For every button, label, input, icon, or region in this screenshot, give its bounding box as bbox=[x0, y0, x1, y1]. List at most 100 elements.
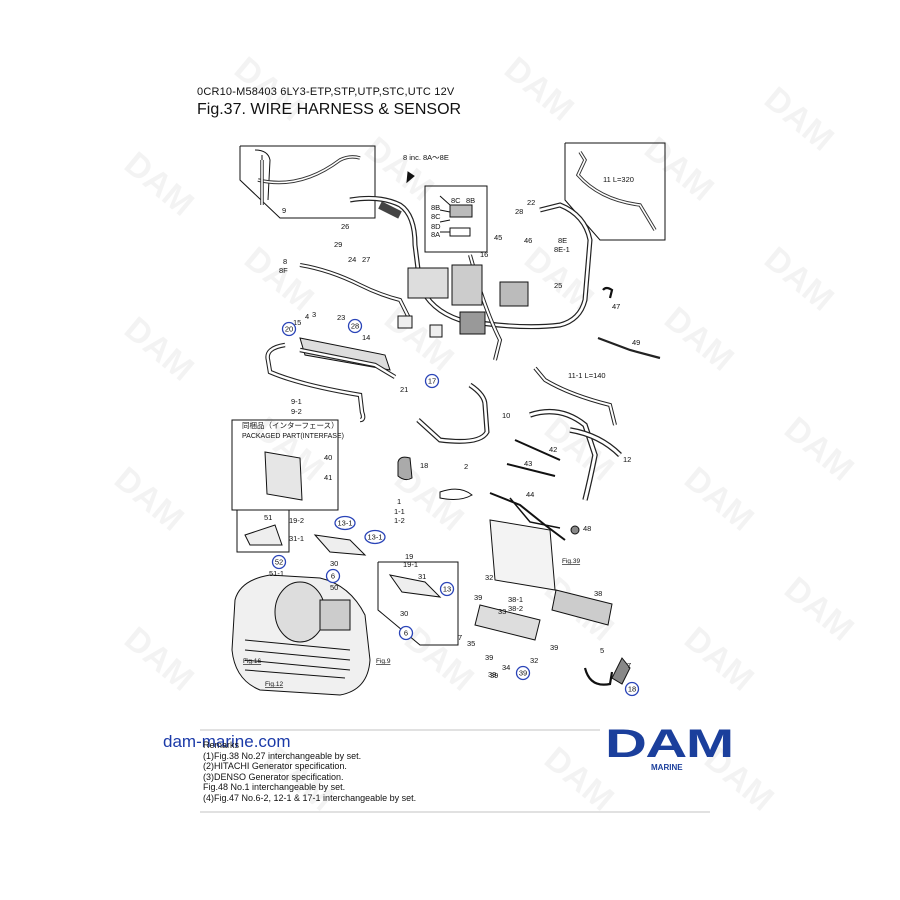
inset-box-9 bbox=[239, 145, 376, 219]
packaged-part-label-en: PACKAGED PART(INTERFASE) bbox=[242, 433, 344, 440]
circled-callout: 18 bbox=[624, 681, 640, 697]
part-label: 8 inc. 8A～8E bbox=[403, 153, 449, 162]
svg-text:6: 6 bbox=[404, 629, 408, 638]
part-label: 45 bbox=[494, 233, 502, 242]
part-label: 25 bbox=[554, 281, 562, 290]
circled-callout: 13-1 bbox=[334, 515, 356, 531]
part-label: 9 bbox=[282, 206, 286, 215]
svg-text:52: 52 bbox=[275, 558, 283, 567]
circled-callout: 39 bbox=[515, 665, 531, 681]
part-label: 8F bbox=[279, 266, 288, 275]
part-label: 28 bbox=[515, 207, 523, 216]
part-label: 24 bbox=[348, 255, 356, 264]
part-label: 39 bbox=[550, 643, 558, 652]
part-label: 30 bbox=[330, 559, 338, 568]
dam-marine-logo: DAM MARINE bbox=[605, 724, 734, 772]
part-label: 39 bbox=[485, 653, 493, 662]
svg-text:20: 20 bbox=[285, 325, 293, 334]
part-label: 30 bbox=[400, 609, 408, 618]
part-label: 31 bbox=[418, 572, 426, 581]
part-label: 12 bbox=[623, 455, 631, 464]
part-label: 34 bbox=[502, 663, 510, 672]
inset-box-19 bbox=[377, 561, 459, 646]
inset-box-11 bbox=[564, 142, 666, 241]
part-label: 18 bbox=[420, 461, 428, 470]
svg-text:17: 17 bbox=[428, 377, 436, 386]
circled-callout: 6 bbox=[398, 625, 414, 641]
part-label: 11-1 L=140 bbox=[568, 371, 606, 380]
figure-reference: Fig.9 bbox=[376, 658, 391, 665]
remarks-block: Remarks (1)Fig.38 No.27 interchangeable … bbox=[203, 740, 416, 803]
part-label: 8C bbox=[431, 212, 441, 221]
diagram-linework bbox=[231, 142, 666, 696]
part-label: 2 bbox=[464, 462, 468, 471]
part-label: 33 bbox=[498, 607, 506, 616]
part-label: 19-1 bbox=[403, 560, 418, 569]
part-label: 19-2 bbox=[289, 516, 304, 525]
circled-callout: 20 bbox=[281, 321, 297, 337]
part-label: 1 bbox=[397, 497, 401, 506]
packaged-part-label-jp: 同梱品（インターフェース） bbox=[242, 420, 339, 430]
remarks-line: Remarks bbox=[203, 740, 240, 750]
part-label: 16 bbox=[480, 250, 488, 259]
part-label: 15 bbox=[293, 318, 301, 327]
circled-callout: 13 bbox=[439, 581, 455, 597]
figure-reference: Fig.16 bbox=[243, 658, 261, 665]
part-label: 38 bbox=[594, 589, 602, 598]
part-label: 32 bbox=[485, 573, 493, 582]
part-label: 10 bbox=[502, 411, 510, 420]
part-label: 11 L=320 bbox=[603, 175, 634, 184]
part-label: 5 bbox=[600, 646, 604, 655]
part-label: 44 bbox=[526, 490, 534, 499]
part-label: 7 bbox=[627, 661, 631, 670]
logo-word: DAM bbox=[605, 722, 734, 766]
circled-callout: 6 bbox=[325, 568, 341, 584]
svg-text:13: 13 bbox=[443, 585, 451, 594]
connector-box-8 bbox=[424, 185, 488, 253]
part-label: 42 bbox=[549, 445, 557, 454]
part-label: 26 bbox=[341, 222, 349, 231]
part-label: 14 bbox=[362, 333, 370, 342]
circled-callout: 52 bbox=[271, 554, 287, 570]
part-label: 8E bbox=[558, 236, 567, 245]
part-label: 32 bbox=[530, 656, 538, 665]
part-label: 43 bbox=[524, 459, 532, 468]
part-label: 1-2 bbox=[394, 516, 405, 525]
part-label: 7 bbox=[458, 633, 462, 642]
part-label: 27 bbox=[362, 255, 370, 264]
part-label: 3 bbox=[312, 310, 316, 319]
svg-text:6: 6 bbox=[331, 572, 335, 581]
inset-box-51 bbox=[236, 509, 290, 553]
remarks-line: Fig.48 No.1 interchangeable by set. bbox=[203, 782, 346, 792]
part-label: 19 bbox=[405, 552, 413, 561]
remarks-line: (2)HITACHI Generator specification. bbox=[203, 761, 347, 771]
part-label: 31-1 bbox=[289, 534, 304, 543]
remarks-line: (4)Fig.47 No.6-2, 12-1 & 17-1 interchang… bbox=[203, 792, 417, 803]
part-label: 38-2 bbox=[508, 604, 523, 613]
part-label: 35 bbox=[467, 639, 475, 648]
svg-text:18: 18 bbox=[628, 685, 636, 694]
part-label: 8D bbox=[431, 222, 441, 231]
figure-reference: Fig.12 bbox=[265, 681, 283, 688]
part-label: 8 bbox=[283, 257, 287, 266]
part-label: 38-1 bbox=[508, 595, 523, 604]
document-code: 0CR10-M58403 6LY3-ETP,STP,UTP,STC,UTC 12… bbox=[197, 86, 455, 98]
part-label: 29 bbox=[334, 240, 342, 249]
part-label: 40 bbox=[324, 453, 332, 462]
part-label: 39 bbox=[474, 593, 482, 602]
part-label: 47 bbox=[612, 302, 620, 311]
part-label: 51-1 bbox=[269, 569, 284, 578]
logo-sub: MARINE bbox=[651, 763, 683, 772]
part-label: 8B bbox=[431, 203, 440, 212]
site-url[interactable]: dam-marine.com bbox=[163, 732, 291, 751]
part-label: 21 bbox=[400, 385, 408, 394]
figure-title: Fig.37. WIRE HARNESS & SENSOR bbox=[197, 101, 462, 118]
circled-callout: 17 bbox=[424, 373, 440, 389]
part-label: 22 bbox=[527, 198, 535, 207]
part-label: 8E-1 bbox=[554, 245, 570, 254]
svg-text:39: 39 bbox=[519, 669, 527, 678]
part-label: 9-2 bbox=[291, 407, 302, 416]
circled-callout: 28 bbox=[347, 318, 363, 334]
